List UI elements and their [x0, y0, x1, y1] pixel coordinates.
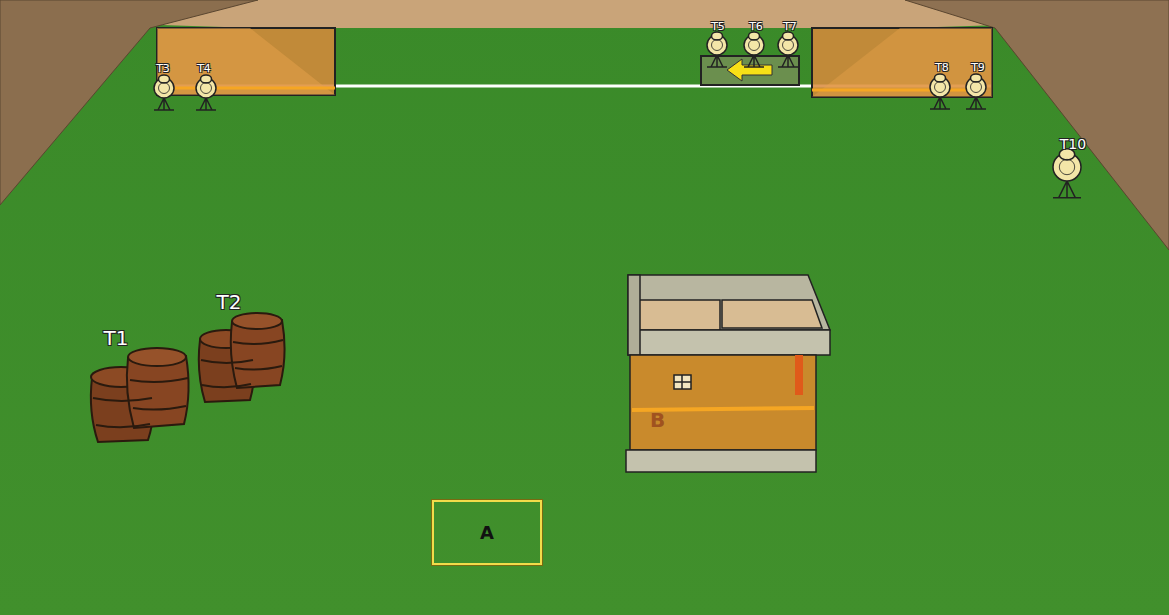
shooting-position-box: A: [432, 500, 542, 565]
target-label: T3: [156, 62, 170, 75]
target-label: T4: [197, 62, 211, 75]
target-label: T10: [1060, 136, 1086, 152]
area-letter: A: [480, 522, 494, 543]
area-letter: B: [650, 408, 665, 432]
target-label: T7: [783, 20, 797, 33]
target-label: T2: [217, 290, 242, 314]
target-label: T1: [104, 326, 129, 350]
target-label: T9: [971, 61, 985, 74]
target-label: T5: [711, 20, 725, 33]
shed-panel: B: [630, 355, 816, 450]
target-label: T8: [935, 61, 949, 74]
target-label: T6: [749, 20, 763, 33]
